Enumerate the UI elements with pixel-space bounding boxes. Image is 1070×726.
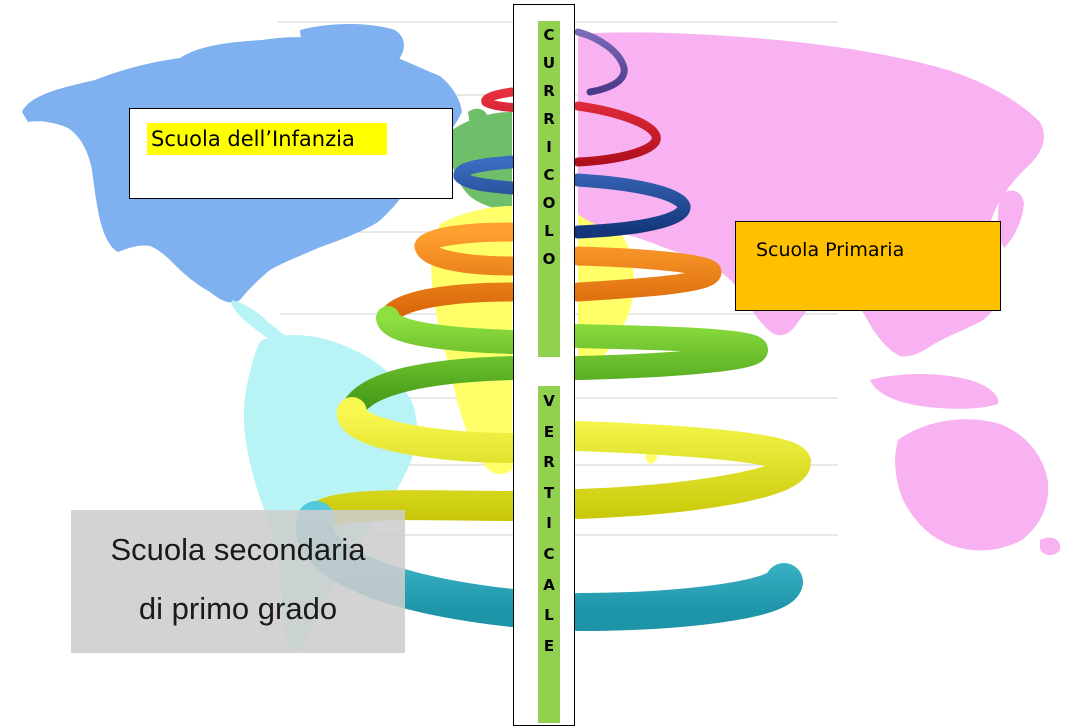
- title-letter: T: [543, 483, 555, 502]
- title-letter: C: [543, 26, 555, 44]
- vertical-title-band: C U R R I C O L O V E R T I C A L E: [513, 4, 575, 726]
- title-letter: I: [546, 514, 552, 533]
- title-letter: R: [543, 82, 555, 100]
- title-letter: R: [543, 453, 555, 472]
- title-word-verticale: V E R T I C A L E: [538, 386, 560, 723]
- title-letter: I: [546, 138, 552, 156]
- title-letter: R: [543, 110, 555, 128]
- title-word-curricolo: C U R R I C O L O: [538, 21, 560, 357]
- title-letter: C: [543, 544, 555, 563]
- primaria-label: Scuola Primaria: [756, 239, 905, 261]
- title-letter: O: [542, 194, 556, 212]
- secondaria-label-box: Scuola secondaria di primo grado: [71, 510, 405, 653]
- title-letter: E: [543, 422, 555, 441]
- title-letter: O: [542, 250, 556, 268]
- primaria-label-box: Scuola Primaria: [735, 221, 1001, 311]
- spiral-blue: [453, 155, 691, 239]
- infanzia-label: Scuola dell’Infanzia: [147, 123, 387, 155]
- map-australia: [895, 419, 1049, 551]
- title-letter: U: [542, 54, 556, 72]
- title-letter: A: [543, 575, 555, 594]
- secondaria-label-line2: di primo grado: [138, 591, 338, 626]
- title-letter: E: [543, 636, 555, 655]
- spiral-purple: [574, 28, 628, 96]
- secondaria-label-line1: Scuola secondaria: [110, 532, 366, 567]
- infanzia-label-box: Scuola dell’Infanzia: [129, 108, 453, 199]
- title-letter: C: [543, 166, 555, 184]
- title-letter: L: [544, 222, 554, 240]
- spiral-red: [481, 87, 661, 167]
- title-letter: L: [544, 606, 554, 625]
- title-letter: V: [543, 392, 555, 410]
